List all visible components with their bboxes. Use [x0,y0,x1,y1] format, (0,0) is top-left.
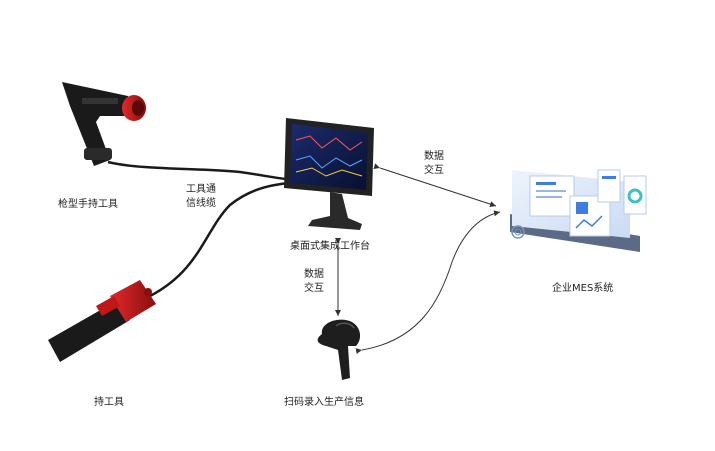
pistol-tool-cable [107,160,299,182]
straight-tool-icon [48,280,156,362]
straight-tool-cable [149,180,299,298]
pistol-tool-label: 枪型手持工具 [58,199,118,210]
barcode-scanner-icon [317,319,361,380]
workstation-mes-arrow [373,163,497,207]
pistol-tool-icon [62,82,146,166]
scanner-mes-arrow [355,210,501,354]
data-exchange-mid-line2: 交互 [304,283,324,294]
straight-tool-label: 持工具 [94,397,124,408]
data-exchange-top-line2: 交互 [424,165,444,176]
data-exchange-mid-line1: 数据 [304,269,324,280]
workstation-monitor-icon [284,118,374,230]
data-exchange-top-line1: 数据 [424,151,444,162]
cable-label-line1: 工具通 [186,184,216,195]
workstation-label: 桌面式集成工作台 [290,241,370,252]
cable-label-line2: 信线缆 [186,198,216,209]
mes-system-label: 企业MES系统 [552,283,614,294]
scanner-label: 扫码录入生产信息 [284,397,364,408]
mes-system-icon [510,169,647,252]
